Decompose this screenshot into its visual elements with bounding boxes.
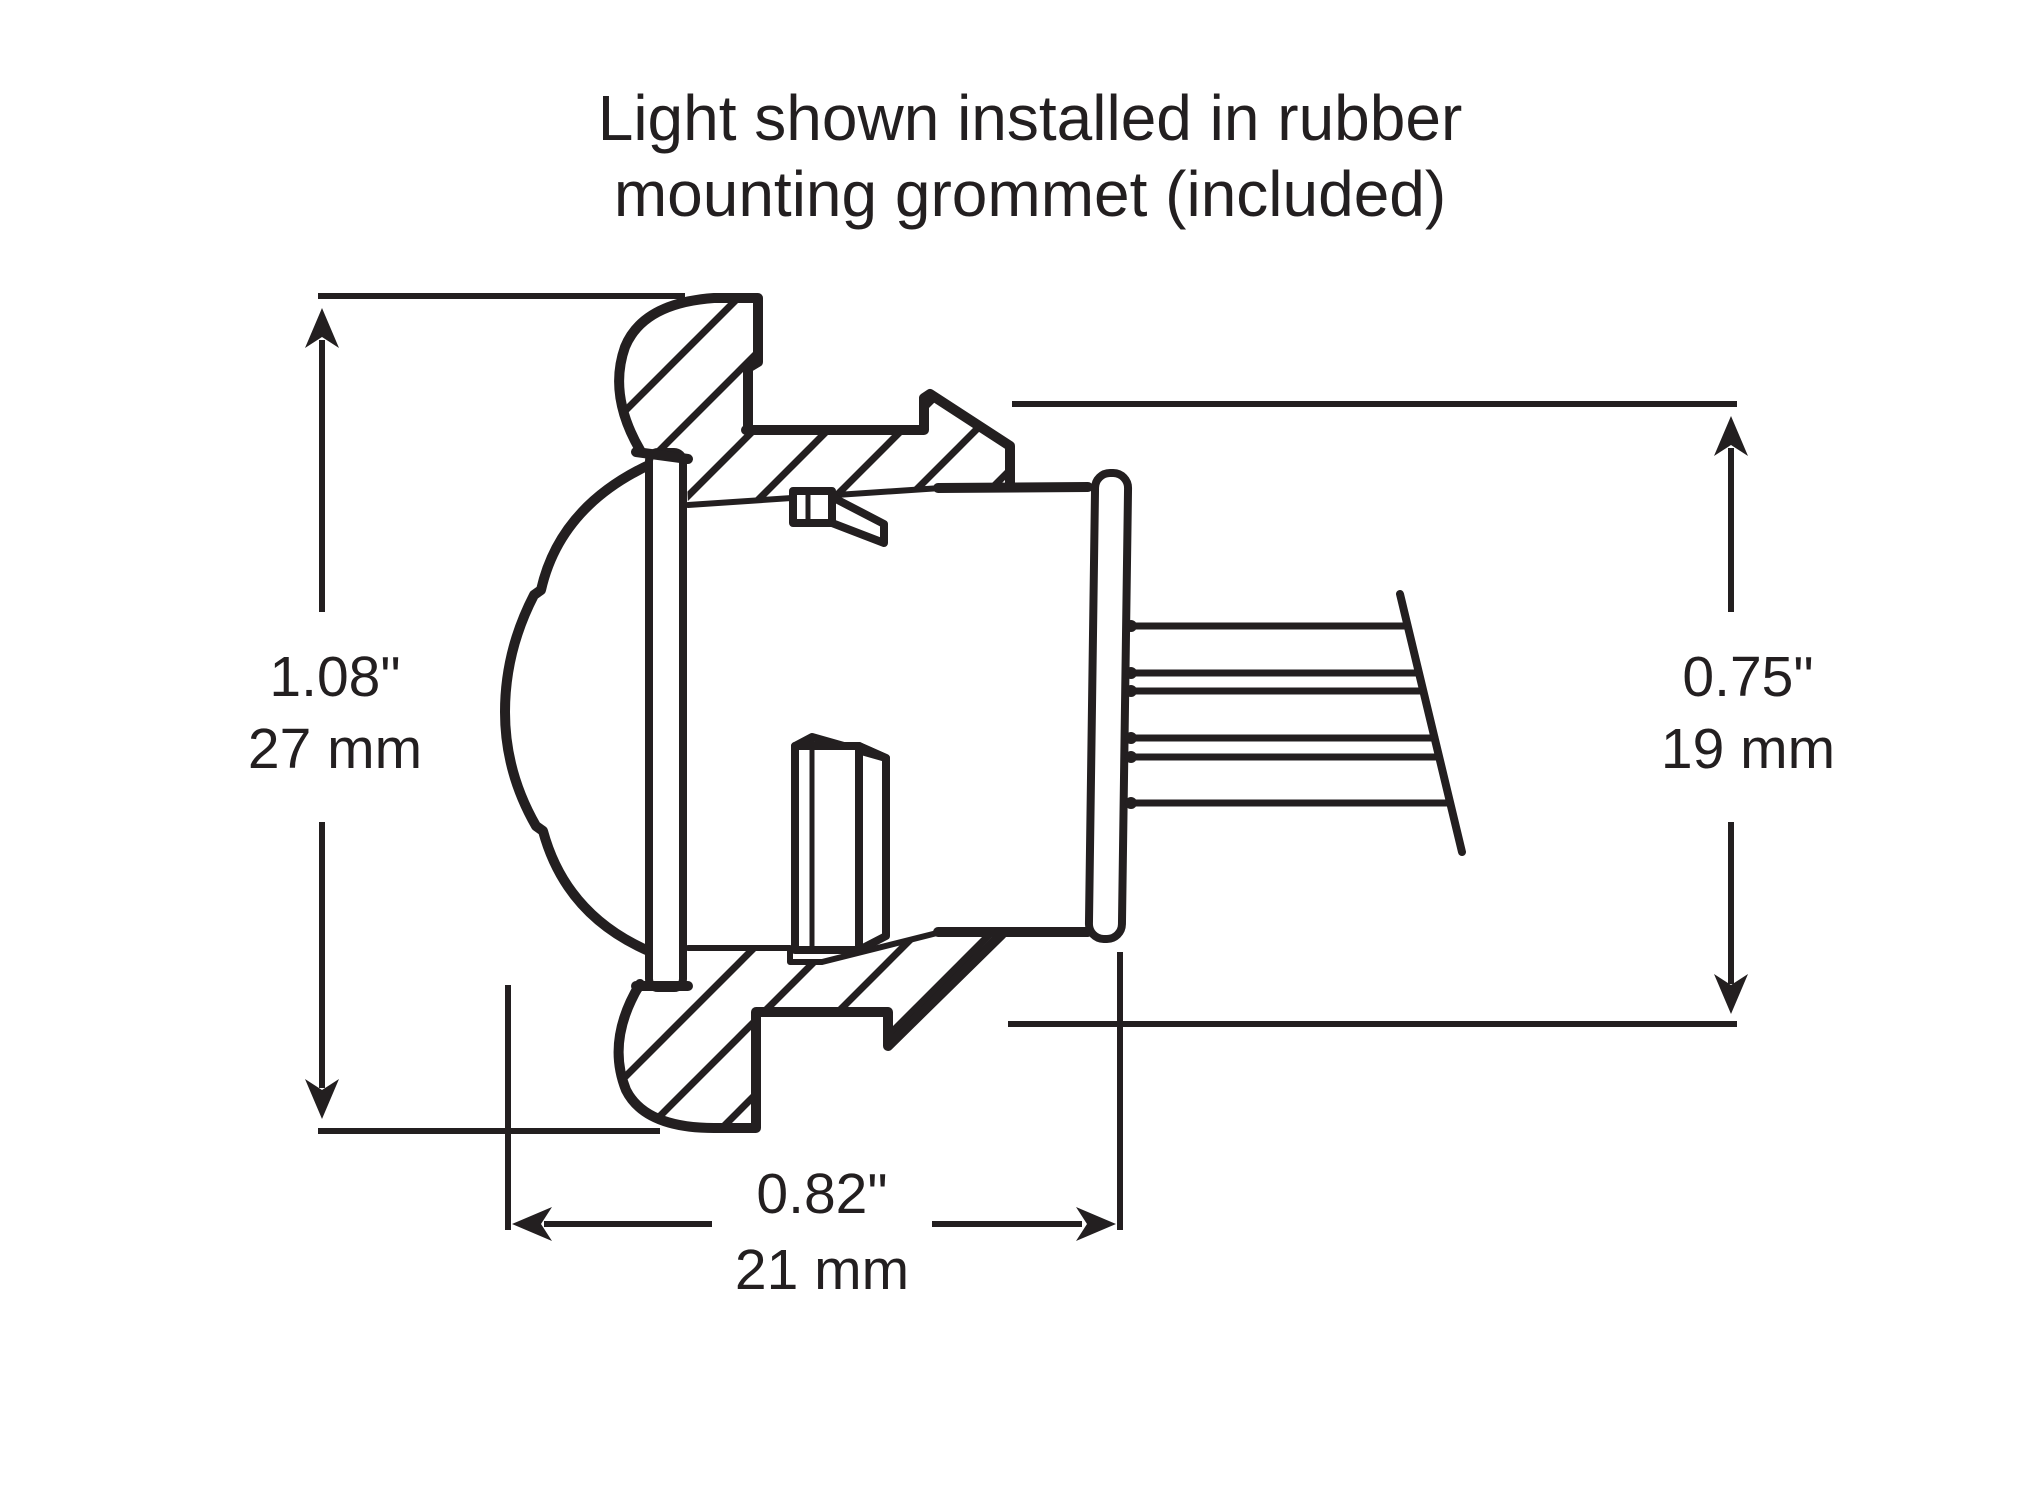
arrow-up-icon [1714, 416, 1748, 456]
body-top-edge-rear [933, 482, 1093, 493]
dim-grommet-depth-inches: 0.82" [756, 1162, 887, 1226]
arrow-left-icon [512, 1207, 552, 1241]
grommet-top-outline [614, 293, 1015, 489]
dim-overall-height: 1.08" 27 mm [248, 293, 685, 1134]
dim-overall-height-inches: 1.08" [269, 645, 400, 709]
grommet-bottom-outline [613, 929, 1007, 1133]
dome-lens [500, 459, 656, 957]
arrow-down-icon [1714, 974, 1748, 1014]
dim-rear-height-inches: 0.75" [1682, 645, 1813, 709]
arrow-up-icon [305, 308, 339, 348]
arrow-down-icon [305, 1079, 339, 1119]
bulb-holder [791, 733, 890, 954]
arrow-right-icon [1076, 1207, 1116, 1241]
title-line-1: Light shown installed in rubber [598, 82, 1463, 154]
dim-overall-height-mm: 27 mm [248, 717, 422, 781]
wires [1124, 590, 1466, 856]
grommet-top-ledge [631, 447, 693, 464]
dim-rear-height: 0.75" 19 mm [1008, 401, 1835, 1027]
dim-grommet-depth: 0.82" 21 mm [505, 952, 1123, 1302]
grommet-top-hatch [619, 298, 1010, 505]
retainer-clip [789, 487, 888, 547]
title-line-2: mounting grommet (included) [614, 158, 1446, 230]
dim-rear-height-mm: 19 mm [1661, 717, 1835, 781]
dim-grommet-depth-mm: 21 mm [735, 1238, 909, 1302]
rear-bezel [1084, 469, 1133, 944]
lens-flange [645, 448, 687, 992]
title: Light shown installed in rubber mounting… [598, 82, 1463, 230]
grommet-bottom-hatch [618, 932, 1002, 1128]
wire-cut-line [1396, 590, 1466, 856]
